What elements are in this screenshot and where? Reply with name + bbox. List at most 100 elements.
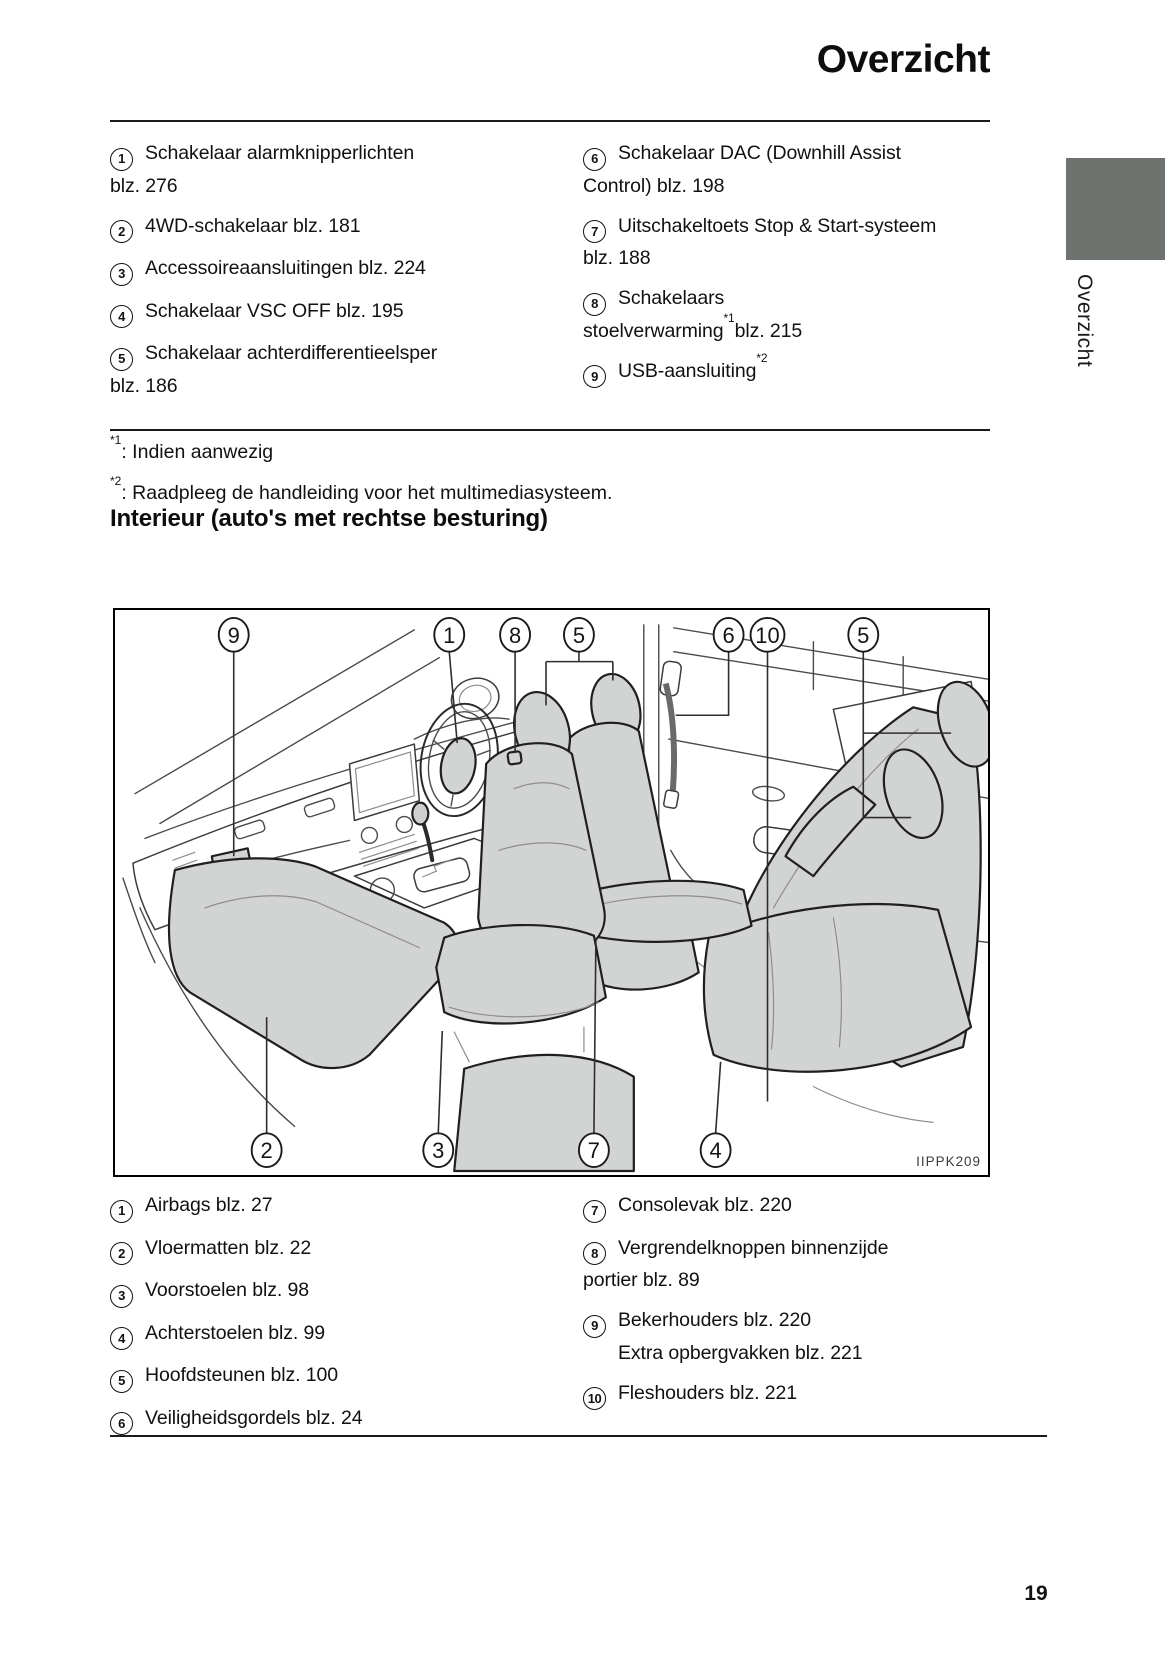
floor-mats: [167, 857, 635, 1173]
item-text: Achterstoelen blz. 99: [145, 1321, 326, 1344]
list-item: 2 Vloermatten blz. 22: [110, 1233, 583, 1265]
list-item: 9 USB-aansluiting*2: [583, 352, 990, 388]
rear-armrest-folded: [784, 785, 877, 878]
item-number-badge: 5: [110, 347, 133, 371]
item-number-badge: 2: [110, 220, 133, 243]
item-text: Schakelaar alarmknipperlichten: [145, 142, 415, 164]
item-text: Schakelaar achterdifferentieelsper: [145, 342, 438, 364]
svg-text:8: 8: [509, 623, 521, 648]
callout-4: 4: [699, 1132, 732, 1168]
item-text: USB-aansluiting: [618, 359, 757, 382]
page-number: 19: [1024, 1582, 1048, 1605]
item-number-badge: 7: [583, 220, 606, 243]
item-text: Vloermatten blz. 22: [145, 1236, 312, 1259]
list-item: 4 Schakelaar VSC OFF blz. 195: [110, 296, 583, 328]
callout-7: 7: [577, 1132, 610, 1168]
item-number-badge: 7: [583, 1199, 606, 1223]
item-text: Consolevak blz. 220: [618, 1194, 792, 1216]
rear-bench-seat: [702, 680, 988, 1073]
item-text: Fleshouders blz. 221: [618, 1381, 798, 1404]
svg-text:10: 10: [755, 623, 779, 648]
item-text: Schakelaar DAC (Downhill Assist: [618, 142, 902, 164]
footnote-marker: *2: [110, 473, 122, 488]
item-text: stoelverwarming: [583, 319, 724, 342]
item-text: Control) blz. 198: [583, 174, 725, 197]
callout-5-rear: 5: [847, 617, 880, 653]
item-number-badge: 1: [110, 1199, 133, 1223]
item-text: blz. 188: [583, 247, 651, 269]
item-text: Hoofdsteunen blz. 100: [145, 1364, 339, 1386]
page-title: Overzicht: [816, 38, 991, 81]
footnote-marker: *1: [723, 311, 735, 325]
callout-2: 2: [250, 1132, 283, 1168]
item-text: Voorstoelen blz. 98: [145, 1279, 309, 1301]
item-number-badge: 2: [110, 1242, 133, 1265]
seatbelt: [659, 660, 682, 809]
item-text: Accessoireaansluitingen blz. 224: [145, 257, 426, 279]
rear-headrest: [882, 748, 944, 840]
list-item: 3 Accessoireaansluitingen blz. 224: [110, 253, 583, 286]
footnote: *1: Indien aanwezig: [110, 434, 990, 467]
interior-diagram-figure: 9 1 8 5 6 10 5 2 3 7 4 IIPPK209: [113, 608, 990, 1177]
callout-8: 8: [499, 617, 531, 653]
callout-6: 6: [712, 617, 745, 653]
callout-1: 1: [433, 617, 466, 653]
legend-column-right: 6 Schakelaar DAC (Downhill Assist Control…: [583, 138, 990, 398]
item-number-badge: 4: [110, 305, 133, 328]
item-text: Schakelaar VSC OFF blz. 195: [145, 299, 404, 322]
item-text: blz. 276: [110, 174, 178, 197]
item-text: Vergrendelknoppen binnenzijde: [618, 1236, 889, 1259]
rear-headrest: [936, 680, 988, 768]
svg-text:6: 6: [722, 623, 734, 648]
footnote-text: : Raadpleeg de handleiding voor het mult…: [121, 482, 613, 504]
footnotes: *1: Indien aanwezig *2: Raadpleeg de han…: [110, 434, 990, 519]
section-heading: Interieur (auto's met rechtse besturing): [110, 505, 548, 532]
item-number-badge: 6: [583, 147, 606, 171]
item-text: Schakelaars: [618, 287, 725, 309]
svg-text:5: 5: [857, 623, 869, 648]
footnote-marker: *1: [110, 432, 122, 447]
chapter-tab-marker: [1066, 158, 1165, 260]
item-text: Extra opbergvakken blz. 221: [618, 1341, 863, 1364]
list-item: 3 Voorstoelen blz. 98: [110, 1275, 583, 1308]
front-seat-passenger: [435, 690, 607, 1063]
callout-3: 3: [422, 1132, 455, 1168]
item-text: Bekerhouders blz. 220: [618, 1309, 812, 1331]
callout-10: 10: [749, 617, 786, 653]
item-number-badge: 10: [583, 1387, 606, 1410]
item-number-badge: 3: [110, 1284, 133, 1308]
list-item: 6 Schakelaar DAC (Downhill Assist Control…: [583, 138, 990, 201]
console-armrest: [572, 879, 753, 943]
svg-text:1: 1: [443, 623, 455, 648]
footnote-marker: *2: [756, 351, 768, 365]
legend-column-right: 7 Consolevak blz. 220 8 Vergrendelknoppen …: [583, 1190, 990, 1420]
divider: [110, 1435, 1047, 1437]
svg-text:9: 9: [228, 623, 240, 648]
item-number-badge: 3: [110, 262, 133, 286]
item-text: blz. 215: [734, 319, 803, 342]
figure-code: IIPPK209: [916, 1154, 981, 1169]
list-item: 7 Consolevak blz. 220: [583, 1190, 990, 1223]
item-text: blz. 186: [110, 374, 178, 397]
chapter-tab-label: Overzicht: [1073, 274, 1096, 368]
diagram-callouts-bottom: 2 3 7 4: [250, 1132, 732, 1168]
item-number-badge: 9: [583, 365, 606, 388]
callout-5-front: 5: [563, 617, 595, 653]
callout-9: 9: [217, 617, 250, 653]
list-item: 5 Schakelaar achterdifferentieelsper blz.…: [110, 338, 583, 401]
item-number-badge: 8: [583, 1242, 606, 1265]
svg-text:4: 4: [710, 1138, 722, 1163]
footnote-text: : Indien aanwezig: [121, 441, 274, 463]
